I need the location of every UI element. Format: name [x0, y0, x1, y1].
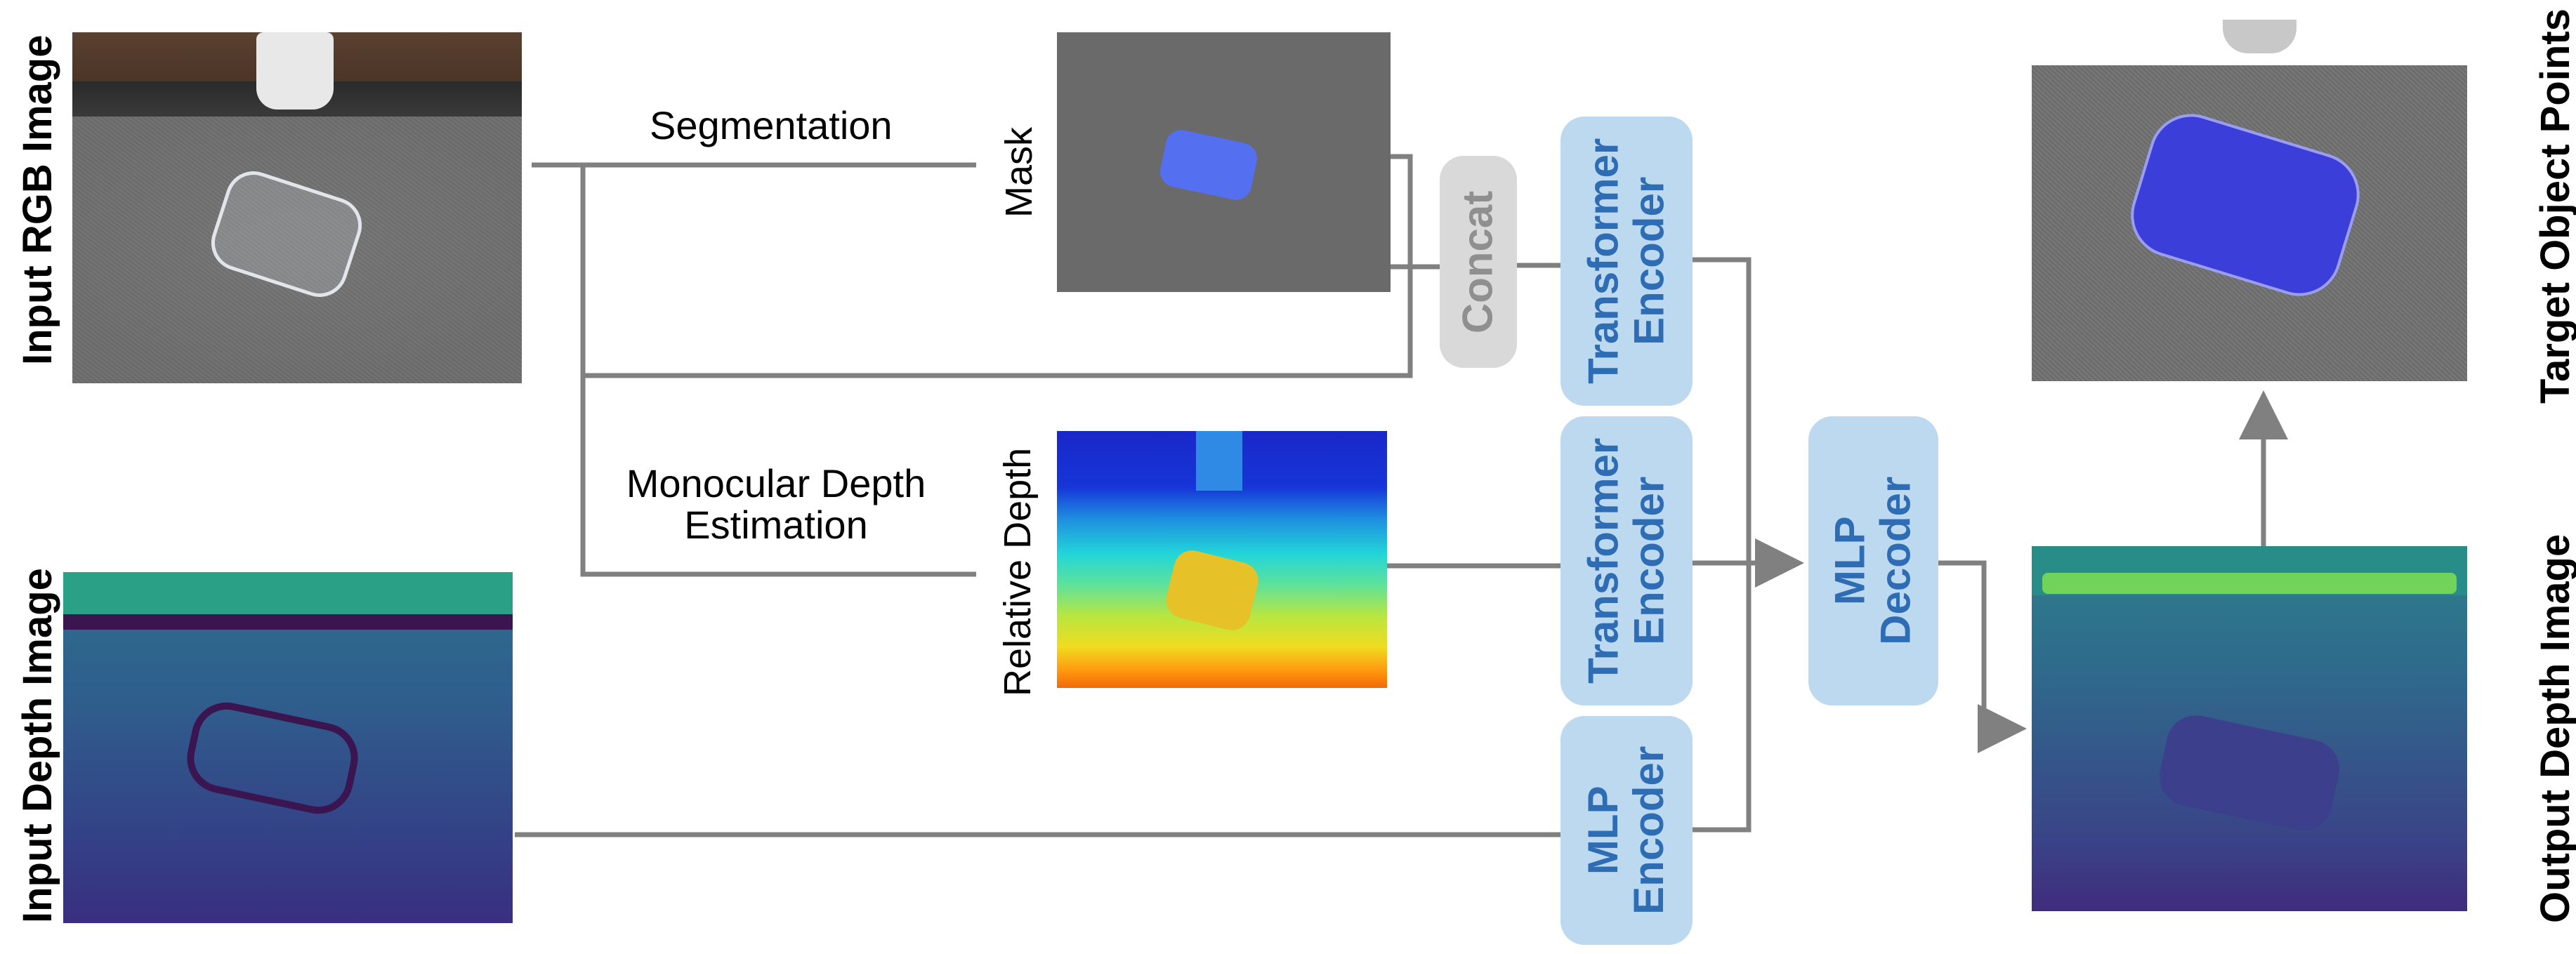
transformer-encoder-1-label: Transformer Encoder	[1579, 138, 1673, 385]
input-depth-label: Input Depth Image	[15, 568, 60, 923]
transformer-encoder-2-line2: Encoder	[1625, 476, 1673, 646]
glass-cup-shape	[204, 164, 369, 305]
mlp-encoder-label: MLP Encoder	[1579, 746, 1672, 915]
mono-depth-line1: Monocular Depth	[626, 461, 926, 505]
transformer-encoder-1-line2: Encoder	[1625, 176, 1673, 346]
table-edge-region	[2042, 573, 2457, 594]
mask-object-shape	[1157, 127, 1261, 203]
relative-depth-image	[1057, 431, 1387, 688]
concat-label: Concat	[1454, 190, 1501, 333]
input-rgb-label: Input RGB Image	[15, 34, 60, 365]
mlp-decoder-label: MLP Decoder	[1826, 476, 1919, 646]
mlp-encoder-line2: Encoder	[1625, 746, 1672, 915]
target-object-points-image	[2032, 20, 2467, 381]
completed-object-shape	[2154, 710, 2345, 836]
mlp-decoder-line2: Decoder	[1872, 476, 1919, 646]
depth-object-shape	[1162, 546, 1263, 635]
output-depth-image	[2032, 546, 2467, 911]
mlp-encoder-block: MLP Encoder	[1560, 716, 1693, 945]
mask-label: Mask	[998, 126, 1040, 218]
missing-depth-object-shape	[180, 696, 364, 821]
segmentation-label: Segmentation	[650, 103, 893, 147]
mlp-encoder-line1: MLP	[1579, 786, 1627, 875]
mask-image	[1057, 32, 1391, 292]
transformer-encoder-block-2: Transformer Encoder	[1560, 416, 1693, 705]
table-edge-region	[63, 614, 513, 630]
mono-depth-line2: Estimation	[684, 502, 868, 547]
decoder-to-output-arrow	[1938, 560, 2027, 753]
output-depth-label: Output Depth Image	[2532, 534, 2576, 923]
encoder-merge-line	[1693, 257, 1752, 833]
transformer-encoder-2-line1: Transformer	[1579, 437, 1627, 684]
target-points-label: Target Object Points	[2532, 8, 2576, 404]
mlp-decoder-block: MLP Decoder	[1808, 416, 1938, 705]
robot-gripper-shape	[2223, 20, 2296, 53]
robot-gripper-shape	[256, 32, 334, 110]
input-rgb-image	[72, 32, 522, 383]
relative-depth-label: Relative Depth	[997, 447, 1039, 696]
transformer-encoder-1-line1: Transformer	[1579, 138, 1627, 385]
transformer-encoder-block-1: Transformer Encoder	[1560, 117, 1693, 406]
input-depth-image	[63, 572, 513, 923]
depth-gripper-shape	[1196, 431, 1242, 491]
transformer-encoder-2-label: Transformer Encoder	[1579, 437, 1673, 684]
monocular-depth-estimation-label: Monocular Depth Estimation	[607, 463, 945, 546]
mlp-decoder-line1: MLP	[1826, 516, 1874, 606]
concat-block: Concat	[1440, 156, 1517, 368]
object-points-shape	[2120, 103, 2370, 307]
rgb-to-depth-estimation-line	[580, 165, 976, 577]
